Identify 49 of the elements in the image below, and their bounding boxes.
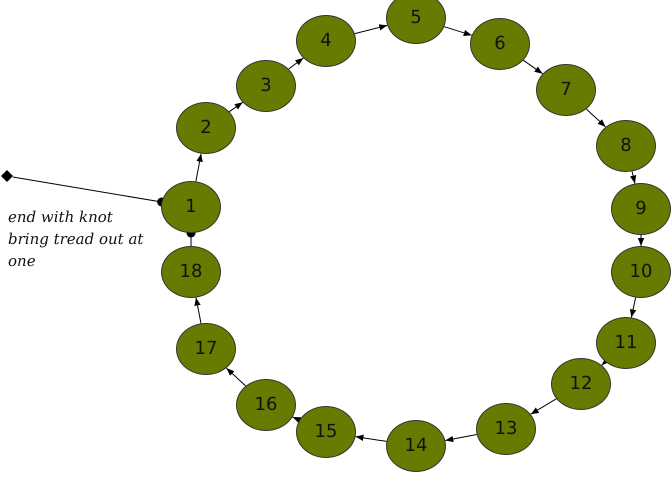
arrow	[226, 368, 246, 386]
node-number: 7	[560, 81, 572, 99]
arrow	[292, 416, 302, 424]
circle-node	[236, 379, 296, 431]
node-number: 16	[254, 396, 278, 414]
circle-node	[551, 358, 611, 410]
node-number: 5	[410, 9, 422, 27]
node-number: 17	[194, 340, 218, 358]
arrow	[355, 434, 387, 442]
node-number: 3	[260, 77, 272, 95]
node-number: 13	[494, 420, 518, 438]
arrow	[630, 297, 636, 318]
node-number: 1	[185, 198, 197, 216]
diamond-marker	[1, 170, 13, 182]
arrow	[354, 24, 388, 34]
node-number: 12	[570, 375, 592, 393]
node-number: 18	[180, 263, 202, 281]
circle-node	[386, 0, 446, 44]
arrow	[630, 171, 636, 184]
note-text: end with knot bring tread out at one	[8, 207, 144, 272]
arrow	[586, 108, 606, 128]
circle-node	[296, 15, 356, 67]
circle-node	[176, 102, 236, 154]
node-number: 6	[494, 35, 506, 53]
node-number: 10	[630, 263, 652, 281]
arrow	[228, 102, 244, 112]
node-number: 11	[614, 334, 638, 352]
arrow	[530, 398, 557, 415]
arrow	[444, 434, 478, 442]
circle-node	[536, 64, 596, 116]
node-number: 9	[635, 200, 647, 218]
circle-node	[176, 323, 236, 375]
arrow	[194, 297, 202, 324]
node-number: 14	[404, 437, 428, 455]
arrow	[444, 26, 472, 36]
node-number: 8	[620, 137, 632, 155]
circle-node	[596, 120, 656, 172]
circle-node	[596, 317, 656, 369]
circle-node	[236, 60, 296, 112]
node-number: 15	[314, 423, 338, 441]
circle-node	[470, 18, 530, 70]
arrow	[288, 58, 304, 70]
arrow	[195, 153, 203, 182]
node-number: 2	[200, 119, 212, 137]
circle-node	[476, 403, 536, 455]
arrow	[638, 234, 644, 246]
node-number: 4	[320, 32, 332, 50]
arrow	[522, 60, 544, 74]
circle-node	[296, 406, 356, 458]
